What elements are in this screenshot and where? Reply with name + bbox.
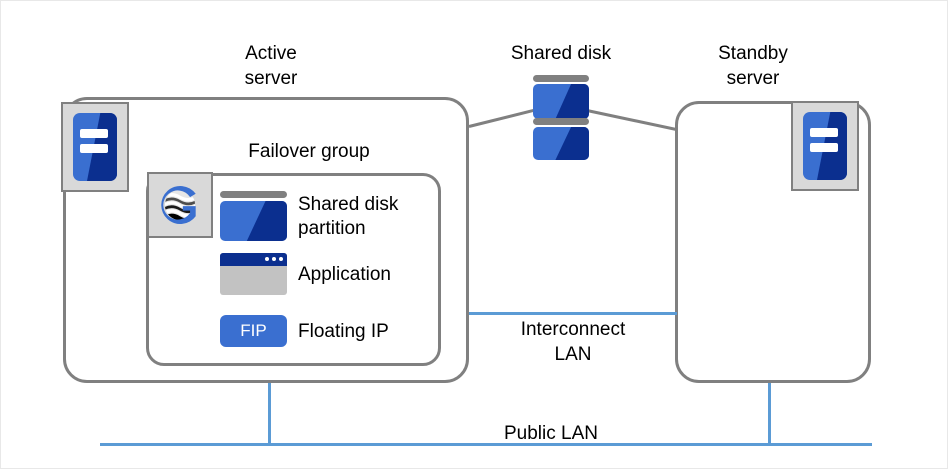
shared-disk-body-bottom	[533, 127, 589, 160]
interconnect-lan-label: Interconnect LAN	[520, 319, 626, 365]
application-window-icon	[220, 253, 287, 295]
application-dot-1	[265, 257, 269, 262]
expresscluster-logo	[147, 172, 213, 238]
failover-group-box[interactable]	[146, 173, 441, 366]
public-lan-drop-standby	[768, 383, 771, 445]
public-lan-drop-active	[268, 383, 271, 445]
server-chassis-bar-2	[79, 144, 108, 154]
standby-server-caption: Standby server	[718, 43, 788, 89]
shared-disk-body-top	[533, 84, 589, 119]
application-dot-2	[272, 257, 276, 262]
shared-disk-caption: Shared disk	[510, 43, 612, 64]
shared-disk-shade-bottom	[555, 127, 589, 160]
shared-disk-cap-bottom	[533, 118, 589, 125]
disk-body	[220, 201, 287, 241]
failover-group-label: Failover group	[248, 141, 370, 162]
application-dot-3	[279, 257, 283, 262]
application-label: Application	[298, 264, 391, 285]
expresscluster-g-glyph	[161, 185, 196, 225]
standby-server-machine-icon	[791, 101, 859, 191]
shared-disk-partition-label: Shared disk partition	[298, 194, 399, 239]
interconnect-lan-line	[469, 312, 677, 315]
link-shared-disk-to-standby	[586, 109, 678, 132]
disk-cap	[220, 191, 287, 198]
server-chassis	[72, 112, 118, 182]
public-lan-line	[100, 443, 872, 446]
server-chassis-bar-1	[809, 128, 838, 138]
public-lan-label: Public LAN	[504, 423, 598, 444]
server-chassis	[802, 111, 848, 181]
server-chassis-bar-2	[809, 143, 838, 153]
link-active-to-shared-disk	[468, 108, 538, 128]
shared-disk-cap-top	[533, 75, 589, 82]
floating-ip-badge: FIP	[220, 315, 287, 347]
shared-disk-shade-top	[555, 84, 589, 119]
active-server-caption: Active server	[244, 43, 298, 89]
active-server-machine-icon	[61, 102, 129, 192]
server-chassis-bar-1	[79, 129, 108, 139]
shared-disk-unit-top	[533, 75, 589, 119]
floating-ip-label: Floating IP	[298, 321, 389, 342]
application-titlebar	[220, 253, 287, 266]
shared-disk-unit-bottom	[533, 118, 589, 162]
shared-disk-partition-icon	[220, 191, 287, 241]
disk-body-shade	[246, 201, 287, 241]
